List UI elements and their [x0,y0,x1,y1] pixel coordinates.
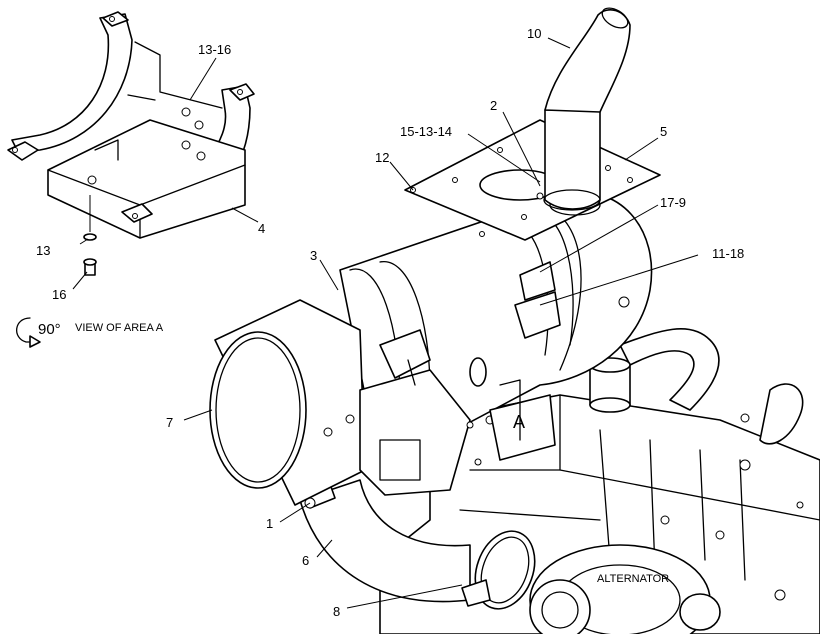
leader-lines [72,37,699,609]
callout-7: 7 [166,415,173,430]
callout-1: 1 [266,516,273,531]
callout-12: 12 [375,150,389,165]
rotation-degrees: 90° [38,321,61,338]
area-a-marker: A [513,412,525,432]
callout-16: 16 [52,287,66,302]
callout-labels: 13-16 13 16 4 3 7 1 6 8 10 2 15-13-14 12… [36,26,744,619]
muffler-assembly [209,191,653,506]
mounting-bracket-detail [7,11,255,276]
arrow-head-icon [29,335,41,348]
muffler-end-cap [209,331,307,489]
callout-10: 10 [527,26,541,41]
callout-8: 8 [333,604,340,619]
callout-17-9: 17-9 [660,195,686,210]
callout-6: 6 [302,553,309,568]
rotate-arrow-icon [16,317,35,343]
callout-11-18: 11-18 [712,246,744,261]
view-caption: VIEW OF AREA A [75,322,164,334]
exhaust-stack [543,7,631,211]
callout-4: 4 [258,221,265,236]
callout-13: 13 [36,243,50,258]
callout-2: 2 [490,98,497,113]
alternator-label: ALTERNATOR [597,573,669,585]
rotation-indicator: 90° VIEW OF AREA A [16,317,164,348]
callout-15-13-14: 15-13-14 [400,124,452,139]
callout-13-16: 13-16 [198,42,231,57]
callout-3: 3 [310,248,317,263]
callout-5: 5 [660,124,667,139]
